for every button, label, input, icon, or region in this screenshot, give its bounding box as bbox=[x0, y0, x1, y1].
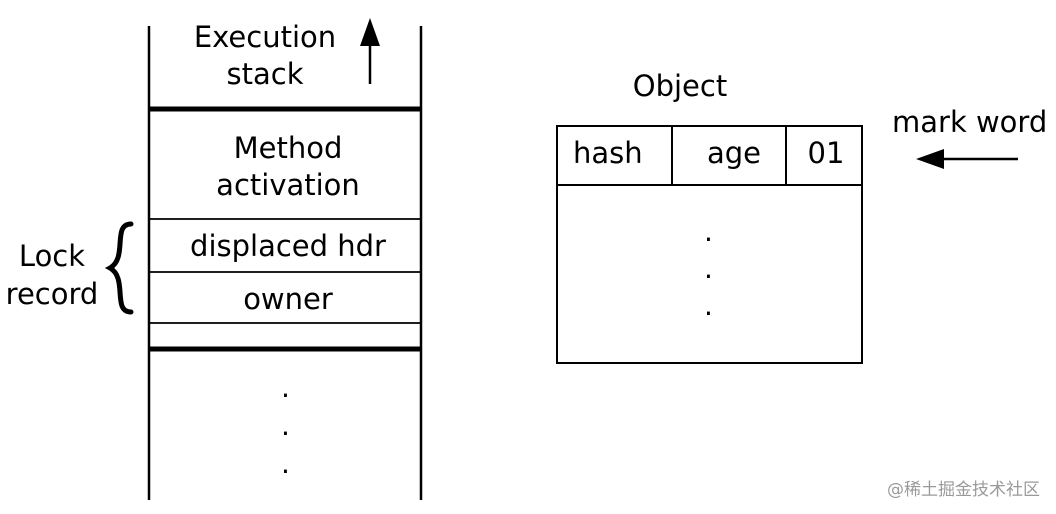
owner-cell: owner bbox=[243, 282, 333, 316]
hash-field: hash bbox=[573, 136, 643, 170]
execution-stack-title-line2: stack bbox=[226, 57, 304, 91]
displaced-header-cell: displaced hdr bbox=[190, 229, 386, 263]
stack-ellipsis-dot: . bbox=[281, 371, 290, 404]
watermark: @稀土掘金技术社区 bbox=[887, 480, 1040, 500]
up-arrow-icon bbox=[360, 18, 380, 46]
lock-bits-field: 01 bbox=[807, 136, 845, 170]
object-ellipsis-dot: . bbox=[704, 215, 713, 248]
stack-ellipsis-dot: . bbox=[281, 409, 290, 442]
object-box bbox=[556, 125, 863, 364]
stack-ellipsis-dot: . bbox=[281, 447, 290, 480]
curly-brace-icon bbox=[104, 221, 134, 315]
method-activation-line2: activation bbox=[216, 168, 360, 202]
method-activation-line1: Method bbox=[233, 131, 343, 165]
mark-word-label: mark word bbox=[892, 105, 1048, 139]
lock-record-label-line2: record bbox=[5, 277, 99, 311]
age-field: age bbox=[706, 136, 762, 170]
object-ellipsis-dot: . bbox=[704, 252, 713, 285]
lock-record-label-line1: Lock bbox=[18, 239, 86, 273]
object-title: Object bbox=[632, 69, 728, 103]
object-ellipsis-dot: . bbox=[704, 289, 713, 322]
left-arrow-icon bbox=[916, 149, 944, 169]
execution-stack-title-line1: Execution bbox=[193, 20, 337, 54]
